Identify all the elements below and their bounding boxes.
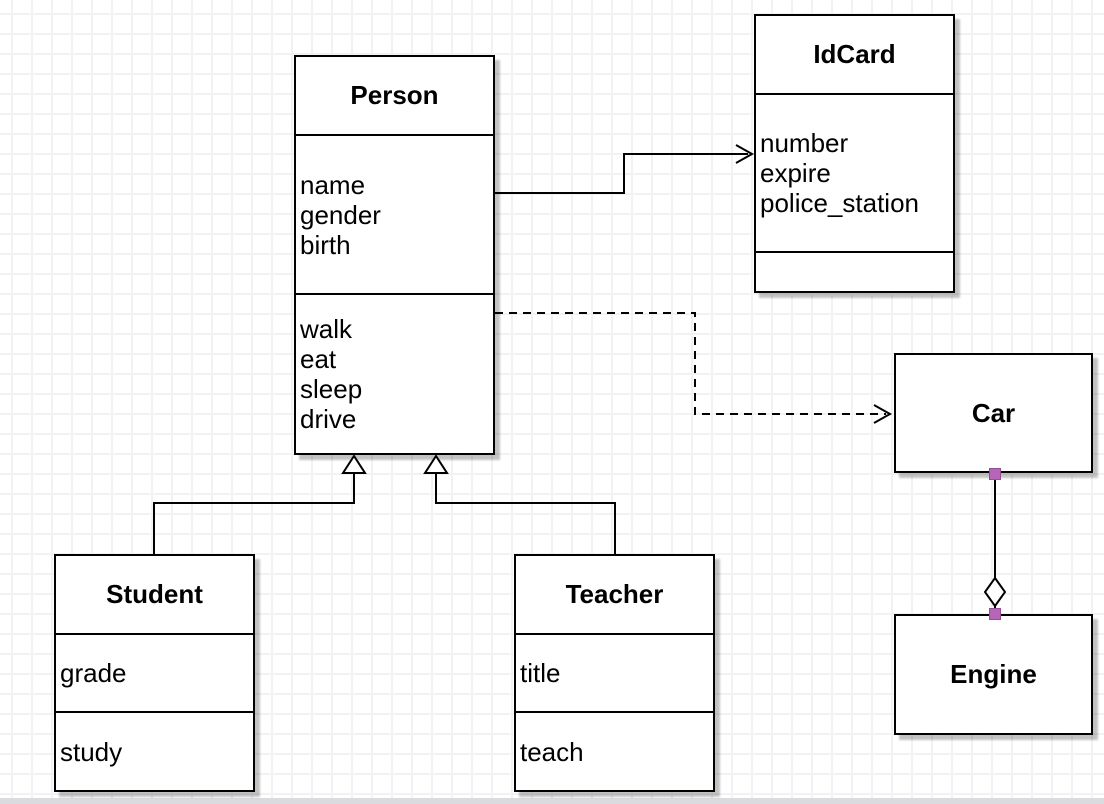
class-attribute: expire xyxy=(760,158,831,188)
class-idcard[interactable]: IdCard number expire police_station xyxy=(754,14,955,293)
generalization-student-person[interactable] xyxy=(153,454,367,554)
class-attribute: name xyxy=(300,169,366,200)
class-attribute: grade xyxy=(60,658,127,688)
class-teacher-title: Teacher xyxy=(565,579,664,609)
class-attribute: number xyxy=(760,128,849,158)
class-student[interactable]: Student grade study xyxy=(54,554,255,792)
hollow-triangle-arrowhead xyxy=(423,454,449,474)
generalization-line[interactable] xyxy=(435,473,616,554)
class-person-attributes: name gender birth xyxy=(296,134,493,293)
class-car-title: Car xyxy=(971,397,1016,428)
class-method: study xyxy=(60,736,123,767)
class-student-attributes: grade xyxy=(56,633,253,711)
class-method: eat xyxy=(300,344,337,374)
generalization-teacher-person[interactable] xyxy=(423,454,616,554)
class-attribute: title xyxy=(520,658,561,688)
class-attribute: gender xyxy=(300,199,381,230)
class-method: walk xyxy=(300,314,353,344)
class-teacher-methods: teach xyxy=(516,711,713,790)
class-idcard-attributes: number expire police_station xyxy=(756,93,953,251)
class-attribute: police_station xyxy=(760,188,919,218)
class-student-methods: study xyxy=(56,711,253,790)
hollow-diamond-arrowhead xyxy=(983,576,1007,608)
class-student-title: Student xyxy=(106,579,203,609)
class-teacher-attributes: title xyxy=(516,633,713,711)
class-method: teach xyxy=(520,736,584,767)
class-idcard-methods xyxy=(756,251,953,291)
open-arrowhead xyxy=(735,144,755,164)
class-method: drive xyxy=(300,404,357,434)
association-line[interactable] xyxy=(495,153,748,194)
class-engine[interactable]: Engine xyxy=(894,614,1093,735)
aggregation-car-engine[interactable] xyxy=(983,468,1007,620)
class-idcard-title: IdCard xyxy=(813,39,896,69)
class-method: sleep xyxy=(300,374,363,404)
class-person-title: Person xyxy=(350,80,439,110)
open-arrowhead xyxy=(873,404,893,424)
dependency-person-car[interactable] xyxy=(495,312,893,424)
dependency-line[interactable] xyxy=(495,312,886,415)
generalization-line[interactable] xyxy=(153,473,355,554)
class-attribute: birth xyxy=(300,229,351,260)
class-person-methods: walk eat sleep drive xyxy=(296,293,493,453)
association-person-idcard[interactable] xyxy=(495,144,755,194)
class-car[interactable]: Car xyxy=(894,353,1093,473)
class-person[interactable]: Person name gender birth walk eat sleep … xyxy=(294,55,495,455)
page-edge-strip xyxy=(0,798,1104,804)
hollow-triangle-arrowhead xyxy=(341,454,367,474)
class-teacher[interactable]: Teacher title teach xyxy=(514,554,715,792)
class-engine-title: Engine xyxy=(950,659,1037,689)
